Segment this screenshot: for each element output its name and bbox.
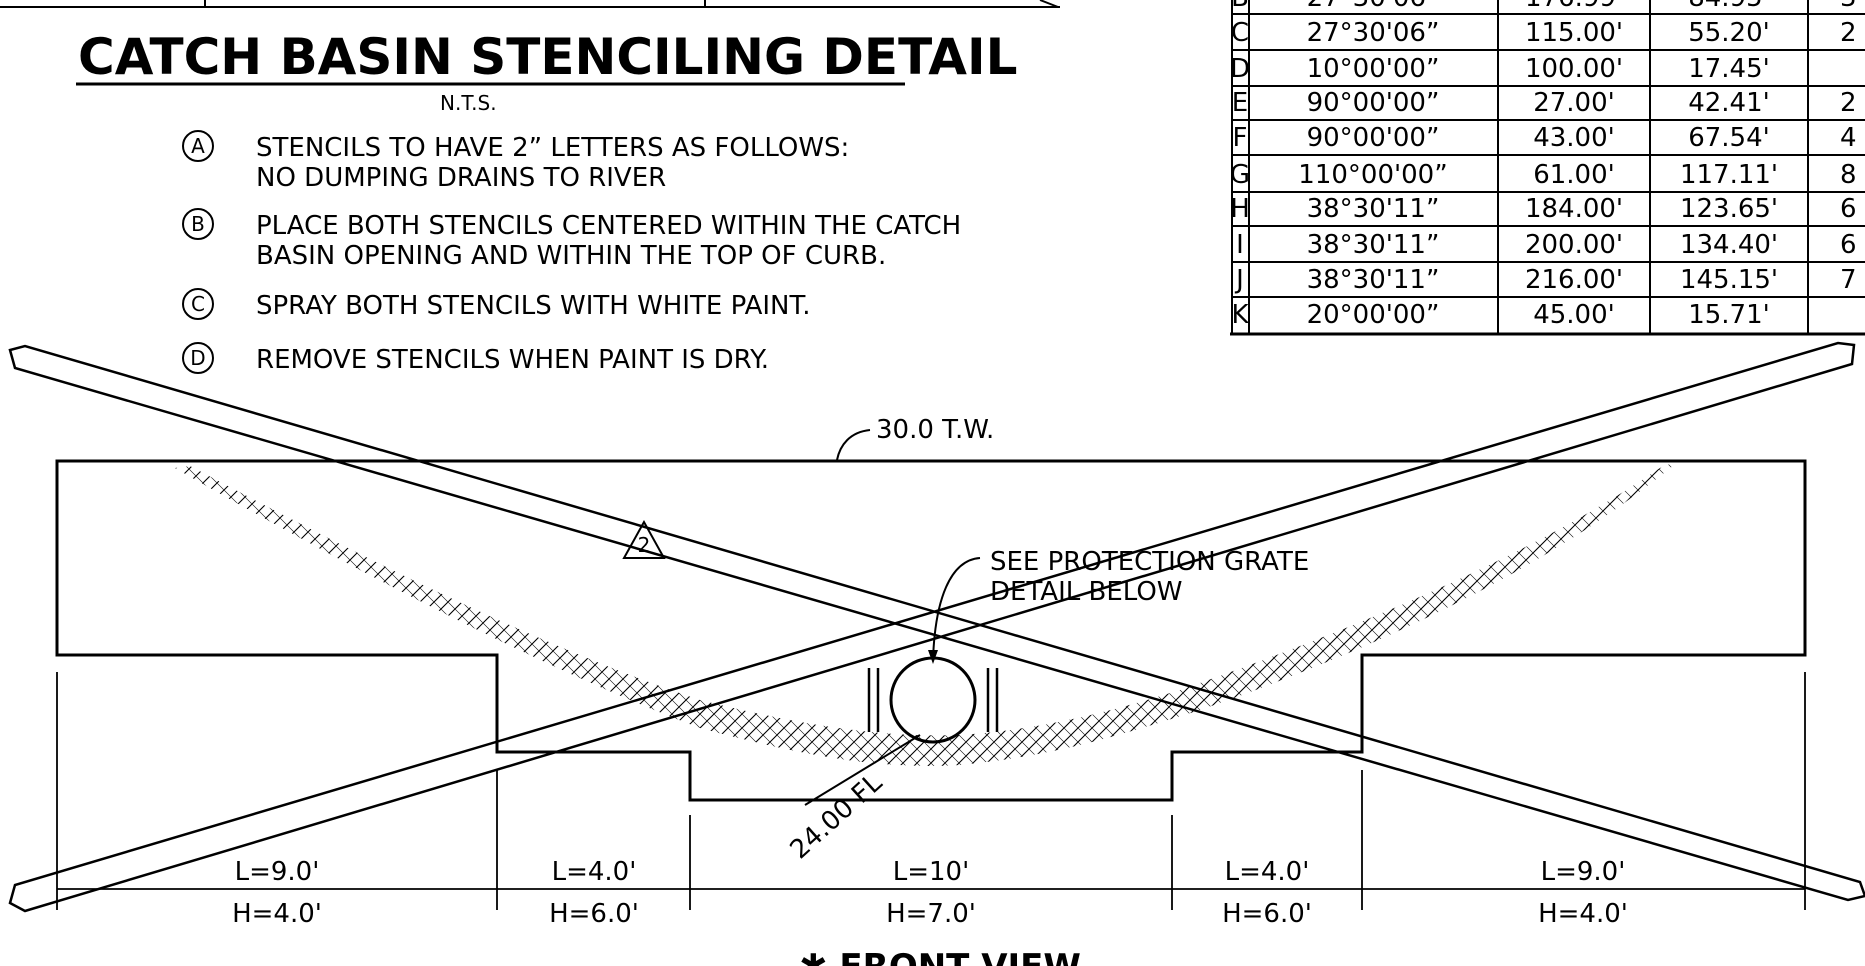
note-text: BASIN OPENING AND WITHIN THE TOP OF CURB… [256, 241, 886, 271]
curve-table-cell: 38°30'11” [1307, 265, 1440, 295]
svg-text:2: 2 [638, 533, 651, 557]
dimension-extension-lines [56, 672, 1806, 910]
curve-table-cell: 27°30'06” [1307, 0, 1440, 13]
note-text: NO DUMPING DRAINS TO RIVER [256, 163, 666, 193]
dimension-labels: L=9.0' H=4.0' L=4.0' H=6.0' L=10' H=7.0'… [232, 857, 1628, 929]
segment-height: H=6.0' [549, 899, 639, 929]
curve-table-cell: H [1230, 194, 1250, 224]
note-text: STENCILS TO HAVE 2” LETTERS AS FOLLOWS: [256, 133, 849, 163]
curve-table-cell: D [1230, 54, 1250, 84]
segment-length: L=4.0' [1225, 857, 1310, 887]
curve-table-cell: 61.00' [1533, 160, 1615, 190]
curve-table-cell: 4 [1840, 123, 1857, 153]
detail-title: CATCH BASIN STENCILING DETAIL [78, 28, 1017, 86]
segment-length: L=9.0' [1541, 857, 1626, 887]
note-marker: A [191, 134, 205, 158]
curve-table-cell: 216.00' [1525, 265, 1623, 295]
curve-table-cell: 38°30'11” [1307, 230, 1440, 260]
diagonal-member-right [8, 341, 1856, 913]
curve-table-cell: G [1230, 160, 1250, 190]
curve-table-cell: 15.71' [1688, 300, 1770, 330]
curve-table-cell: 27°30'06” [1307, 18, 1440, 48]
curve-table-cell: 10°00'00” [1307, 54, 1440, 84]
callout-text: SEE PROTECTION GRATE [990, 547, 1309, 577]
scale-note: N.T.S. [440, 91, 497, 115]
note-marker: B [191, 212, 205, 236]
curve-table-cell: 184.00' [1525, 194, 1623, 224]
front-view-elevation: 30.0 T.W. 2 SEE PROTECTION GRATE DETAIL … [8, 341, 1865, 966]
note-b: B PLACE BOTH STENCILS CENTERED WITHIN TH… [182, 208, 961, 271]
outlet-pipe [867, 656, 999, 744]
curve-table-cell: 200.00' [1525, 230, 1623, 260]
segment-height: H=4.0' [1538, 899, 1628, 929]
note-c: C SPRAY BOTH STENCILS WITH WHITE PAINT. [182, 288, 811, 321]
notes-list: A STENCILS TO HAVE 2” LETTERS AS FOLLOWS… [182, 130, 961, 375]
curve-table-cell: 17.45' [1688, 54, 1770, 84]
curve-table-cell: 42.41' [1688, 88, 1770, 118]
diagonal-member-left [8, 344, 1865, 902]
curve-table-cell: 134.40' [1680, 230, 1778, 260]
curve-table-cell: 90°00'00” [1307, 88, 1440, 118]
flowline-label: 24.00 FL [785, 768, 889, 866]
view-label: ✱ FRONT VIEW [799, 947, 1081, 966]
curve-table-cell: 6 [1840, 230, 1857, 260]
curve-table-cell: 6 [1840, 194, 1857, 224]
curve-table-cell: 84.95' [1688, 0, 1770, 13]
curve-table-cell: 55.20' [1688, 18, 1770, 48]
note-text: PLACE BOTH STENCILS CENTERED WITHIN THE … [256, 211, 961, 241]
top-wall-label: 30.0 T.W. [876, 415, 994, 445]
curve-table: B 27°30'06” 176.99' 84.95' 3C 27°30'06” 115.00… [1230, 0, 1865, 336]
curve-table-cell: 45.00' [1533, 300, 1615, 330]
curve-table-cell: K [1231, 300, 1249, 330]
curve-table-cell: 90°00'00” [1307, 123, 1440, 153]
curve-table-cell: I [1236, 230, 1244, 260]
curve-table-cell: 8 [1840, 160, 1857, 190]
curve-table-cell: B [1231, 0, 1249, 13]
note-text: SPRAY BOTH STENCILS WITH WHITE PAINT. [256, 291, 811, 321]
curve-table-cell: 3 [1840, 0, 1857, 13]
note-marker: C [191, 292, 205, 316]
curve-table-cell: 110°00'00” [1298, 160, 1447, 190]
curve-table-cell: 27.00' [1533, 88, 1615, 118]
curve-table-cell: 2 [1840, 18, 1857, 48]
curve-table-cell: 67.54' [1688, 123, 1770, 153]
note-a: A STENCILS TO HAVE 2” LETTERS AS FOLLOWS… [182, 130, 849, 193]
curve-table-cell: 43.00' [1533, 123, 1615, 153]
soil-hatch [175, 460, 1680, 766]
top-wall-leader [836, 429, 871, 461]
segment-length: L=4.0' [552, 857, 637, 887]
segment-height: H=4.0' [232, 899, 322, 929]
segment-length: L=10' [893, 857, 970, 887]
curve-table-cell: F [1233, 123, 1248, 153]
callout-arrowhead [928, 650, 938, 664]
segment-length: L=9.0' [235, 857, 320, 887]
flowline-leader [804, 734, 921, 806]
curve-table-cell: 117.11' [1680, 160, 1778, 190]
callout-leader [932, 557, 981, 661]
curve-table-cell: 100.00' [1525, 54, 1623, 84]
note-d: D REMOVE STENCILS WHEN PAINT IS DRY. [182, 342, 769, 375]
curve-table-cell: 115.00' [1525, 18, 1623, 48]
curve-table-cell: 38°30'11” [1307, 194, 1440, 224]
revision-mark: 2 [622, 519, 666, 559]
curve-table-grid [1230, 0, 1865, 336]
curve-table-cell: 176.99' [1525, 0, 1623, 13]
curve-table-cell: 145.15' [1680, 265, 1778, 295]
curve-table-cell: 7 [1840, 265, 1857, 295]
segment-height: H=7.0' [886, 899, 976, 929]
note-text: REMOVE STENCILS WHEN PAINT IS DRY. [256, 345, 769, 375]
wall-outline [55, 459, 1807, 802]
note-marker: D [190, 346, 205, 370]
curve-table-cell: J [1234, 265, 1244, 295]
curve-table-cell: 2 [1840, 88, 1857, 118]
segment-height: H=6.0' [1222, 899, 1312, 929]
callout-text: DETAIL BELOW [990, 577, 1183, 607]
curve-table-cell: E [1232, 88, 1248, 118]
curve-table-cell: C [1231, 18, 1249, 48]
previous-detail-fragment [0, 0, 1060, 8]
curve-table-cell: 20°00'00” [1307, 300, 1440, 330]
curve-table-cell: 123.65' [1680, 194, 1778, 224]
